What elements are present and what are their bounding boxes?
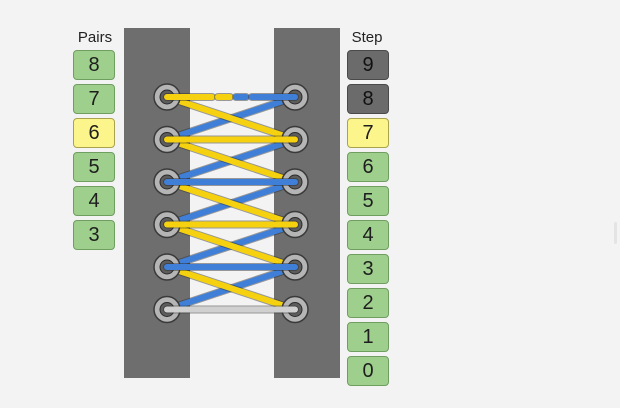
step-button-4[interactable]: 4 [347,220,389,250]
pairs-title: Pairs [77,29,113,46]
pair-button-6[interactable]: 6 [73,118,115,148]
pair-button-5[interactable]: 5 [73,152,115,182]
pair-button-8[interactable]: 8 [73,50,115,80]
pair-button-3[interactable]: 3 [73,220,115,250]
step-button-5[interactable]: 5 [347,186,389,216]
yellow-diagonal-4 [163,220,299,271]
step-button-3[interactable]: 3 [347,254,389,284]
step-title: Step [351,29,383,46]
left-shoe-panel [124,28,190,378]
step-button-9[interactable]: 9 [347,50,389,80]
yellow-diagonal-3 [163,178,299,229]
step-button-8[interactable]: 8 [347,84,389,114]
lace-over-segments [163,93,299,314]
right-shoe-panel [274,28,340,378]
step-button-0[interactable]: 0 [347,356,389,386]
pair-button-4[interactable]: 4 [73,186,115,216]
step-button-6[interactable]: 6 [347,152,389,182]
step-button-1[interactable]: 1 [347,322,389,352]
lace-under-segments [163,93,299,314]
shoe-panels [124,28,340,378]
step-button-2[interactable]: 2 [347,288,389,318]
step-button-7[interactable]: 7 [347,118,389,148]
yellow-diagonal-2 [163,135,299,186]
pair-button-7[interactable]: 7 [73,84,115,114]
window-edge-handle [614,222,617,244]
yellow-diagonal-5 [163,263,299,314]
yellow-diagonal-1 [163,93,299,144]
